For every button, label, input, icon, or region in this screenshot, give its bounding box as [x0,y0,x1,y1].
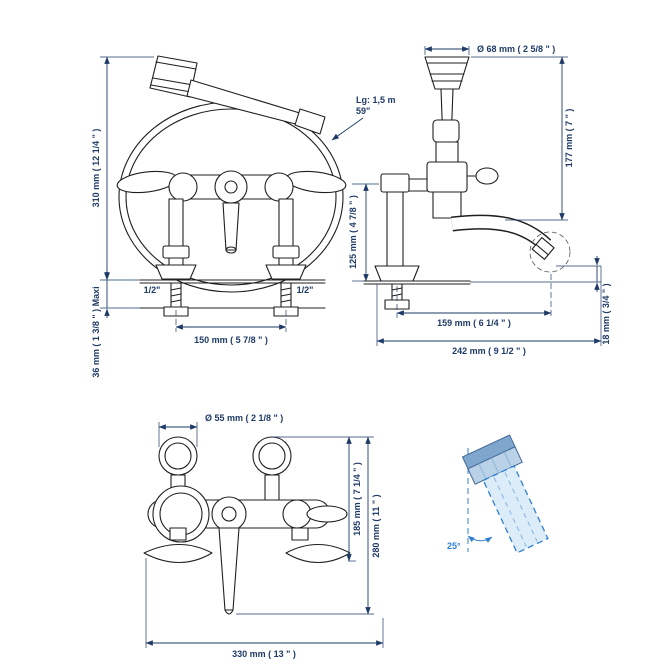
spout-top-view [218,527,240,611]
hose-connector-nut [294,108,326,135]
dim-310-label: 310 mm ( 12 1/4 " ) [91,129,101,208]
dim-68-label: Ø 68 mm ( 2 5/8 " ) [477,44,555,54]
handshower-head-seam [155,61,197,70]
hose-length-label-line2: 59" [356,106,370,116]
hub-top-view [211,496,247,532]
tilted-spout-detail [461,434,549,554]
wall-supply-pipe [386,191,404,267]
front-spout [222,202,240,251]
dim-36-maxi-label: 36 mm ( 1 3/8 " ) Maxi [91,286,101,377]
handshower-head-side [424,56,470,90]
cradle-circle [152,485,210,543]
handshower-handle [186,79,308,128]
dim-150-label: 150 mm ( 5 7/8 " ) [194,335,268,345]
right-deck-flange [265,264,307,280]
wall-union-nut [380,173,410,193]
right-stem [264,474,280,503]
detail-reference-circle [529,231,571,273]
connection-size-left: 1/2" [144,285,161,295]
dim-125-label: 125 mm ( 4 7/8 " ) [348,195,358,269]
shower-hose-loop-inner [125,108,337,286]
dim-159-label: 159 mm ( 6 1/4 " ) [437,318,511,328]
spout-body-transparent [482,465,549,554]
left-flange-top-view [143,544,213,563]
dim-330-label: 330 mm ( 13 " ) [232,649,296,659]
side-deck-flange [374,265,420,282]
lever-top-view [306,505,348,523]
dim-242-label: 242 mm ( 9 1/2 " ) [452,346,526,356]
spout-angle-detail: 25° [447,434,549,554]
side-view: Ø 68 mm ( 2 5/8 " ) 177 mm ( 7 " ) 125 m… [348,44,611,356]
dim-185-label: 185 mm ( 7 1/4 " ) [352,462,362,536]
aerator-tip [531,237,555,260]
body-column-lower [432,191,462,219]
hose-leader-arrow [331,117,364,141]
hose-length-label-line1: Lg: 1,5 m [356,95,396,105]
dim-55-label: Ø 55 mm ( 2 1/8 " ) [205,413,283,423]
center-hub [214,170,248,204]
diverter-knob [475,167,499,185]
right-lever-handle [285,170,347,194]
front-view: 310 mm ( 12 1/4 " ) 36 mm ( 1 3/8 " ) Ma… [91,55,396,378]
cartridge-block [426,161,468,193]
left-deck-flange [155,264,197,280]
dim-18-label: 18 mm ( 3/4 " ) [601,283,611,344]
connection-size-right: 1/2" [297,285,314,295]
angle-label: 25° [447,541,461,551]
right-union-nut [272,245,300,259]
shower-cradle [432,119,460,143]
dim-280-label: 280 mm ( 11 " ) [371,494,381,557]
top-view: Ø 55 mm ( 2 1/8 " ) 185 mm ( 7 1/4 " ) 2… [143,413,384,659]
body-column-upper [435,141,459,165]
left-lever-handle [116,170,178,194]
angle-arc [467,535,493,543]
left-union-nut [162,245,190,259]
right-flange-top-view [285,544,351,563]
dim-177-label: 177 mm ( 7 " ) [564,109,574,168]
